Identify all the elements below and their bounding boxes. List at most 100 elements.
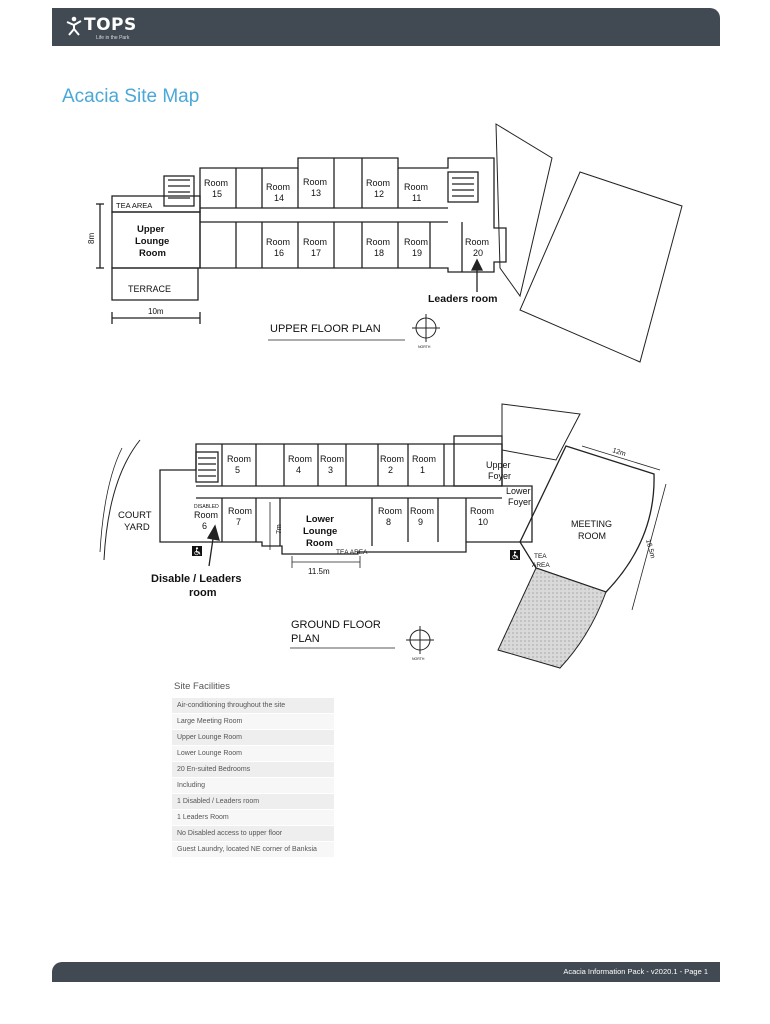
disable-leaders-room-label: Disable / Leaders [151, 573, 242, 585]
room-label: Room [412, 454, 436, 464]
meeting-tea-area-label: TEA [534, 553, 547, 560]
meeting-room-label: MEETING [571, 519, 612, 529]
facility-item: Including [172, 777, 334, 793]
room-label: Room [410, 506, 434, 516]
upper-width-dimension: 10m [148, 307, 164, 316]
ground-floor-labels: COURT YARD DISABLED Lower Lounge Room 7m… [118, 447, 656, 661]
lower-foyer-label: Lower [506, 486, 531, 496]
page-title: Acacia Site Map [62, 86, 200, 107]
room-number: 3 [328, 465, 333, 475]
facility-item: Guest Laundry, located NE corner of Bank… [172, 841, 334, 857]
room-number: 1 [420, 465, 425, 475]
upper-lounge-label: Room [139, 248, 166, 259]
page-header: TOPS Life in the Park [52, 8, 720, 46]
room-label: Room [378, 506, 402, 516]
room-number: 6 [202, 521, 207, 531]
room-number: 19 [412, 248, 422, 258]
ground-floor-plan [99, 403, 667, 669]
room-number: 11 [412, 193, 421, 203]
room-label: Room [204, 178, 228, 188]
room-label: Room [380, 454, 404, 464]
person-figure-icon [66, 16, 82, 36]
room-number: 12 [374, 189, 384, 199]
room-label: Room [227, 454, 251, 464]
room-label: Room [470, 506, 494, 516]
wheelchair-icon [192, 546, 202, 556]
lounge-width-dimension: 11.5m [308, 567, 330, 576]
terrace-label: TERRACE [128, 284, 171, 294]
room-label: Room [194, 510, 218, 520]
upper-floor-plan [96, 123, 683, 363]
room-number: 14 [274, 193, 284, 203]
room-number: 20 [473, 248, 483, 258]
courtyard-label: COURT [118, 510, 152, 521]
facility-item: No Disabled access to upper floor [172, 825, 334, 841]
room-number: 7 [236, 517, 241, 527]
room-label: Room [320, 454, 344, 464]
upper-tea-area-label: TEA AREA [116, 201, 152, 210]
ground-tea-area-label: TEA AREA [336, 549, 368, 556]
room-label: Room [266, 237, 290, 247]
meeting-room-label: ROOM [578, 531, 606, 541]
logo-tagline: Life in the Park [96, 35, 130, 41]
room-number: 2 [388, 465, 393, 475]
facility-item: 1 Disabled / Leaders room [172, 793, 334, 809]
courtyard-label: YARD [124, 522, 150, 533]
facility-item: 1 Leaders Room [172, 809, 334, 825]
room-label: Room [404, 182, 428, 192]
ground-floor-plan-title: GROUND FLOOR [291, 619, 381, 631]
footer-text: Acacia Information Pack - v2020.1 - Page… [563, 967, 708, 976]
lower-lounge-label: Lower [306, 514, 334, 525]
disabled-label: DISABLED [194, 504, 219, 510]
page-footer: Acacia Information Pack - v2020.1 - Page… [52, 962, 720, 982]
facility-item: Large Meeting Room [172, 713, 334, 729]
upper-height-dimension: 8m [87, 233, 96, 244]
room-label: Room [465, 237, 489, 247]
ground-floor-plan-title: PLAN [291, 633, 320, 645]
site-facilities-title: Site Facilities [174, 681, 230, 692]
meeting-width-dimension: 12m [611, 447, 626, 458]
room-number: 13 [311, 188, 321, 198]
room-number: 16 [274, 248, 284, 258]
facility-item: Lower Lounge Room [172, 745, 334, 761]
room-label: Room [404, 237, 428, 247]
room-number: 17 [311, 248, 321, 258]
upper-foyer-label: Foyer [488, 471, 511, 481]
facility-item: Upper Lounge Room [172, 729, 334, 745]
site-plans: TEA AREA Upper Lounge Room TERRACE 10m 8… [87, 123, 683, 669]
room-number: 8 [386, 517, 391, 527]
facility-item: 20 En-suited Bedrooms [172, 761, 334, 777]
upper-lounge-label: Upper [137, 224, 165, 235]
room-label: Room [366, 237, 390, 247]
room-label: Room [303, 177, 327, 187]
room-number: 5 [235, 465, 240, 475]
facilities-list: Air-conditioning throughout the site Lar… [172, 697, 334, 857]
north-label: NORTH [418, 345, 431, 349]
upper-lounge-label: Lounge [135, 236, 169, 247]
lower-lounge-label: Room [306, 538, 333, 549]
room-number: 10 [478, 517, 488, 527]
lower-foyer-label: Foyer [508, 497, 531, 507]
meeting-tea-area-label: AREA [532, 562, 550, 569]
room-label: Room [288, 454, 312, 464]
meeting-height-dimension: 16.5m [644, 539, 656, 560]
north-label: NORTH [412, 657, 425, 661]
room-number: 18 [374, 248, 384, 258]
leaders-room-label: Leaders room [428, 293, 497, 305]
facility-item: Air-conditioning throughout the site [172, 697, 334, 713]
room-number: 15 [212, 189, 222, 199]
upper-floor-plan-title: UPPER FLOOR PLAN [270, 323, 381, 335]
upper-floor-labels: TEA AREA Upper Lounge Room TERRACE 10m 8… [87, 177, 497, 349]
disable-leaders-room-label: room [189, 587, 217, 599]
room-label: Room [266, 182, 290, 192]
lower-lounge-label: Lounge [303, 526, 337, 537]
wheelchair-icon [510, 550, 520, 560]
room-number: 9 [418, 517, 423, 527]
room-label: Room [366, 178, 390, 188]
logo-text: TOPS [84, 15, 137, 35]
room-number: 4 [296, 465, 301, 475]
